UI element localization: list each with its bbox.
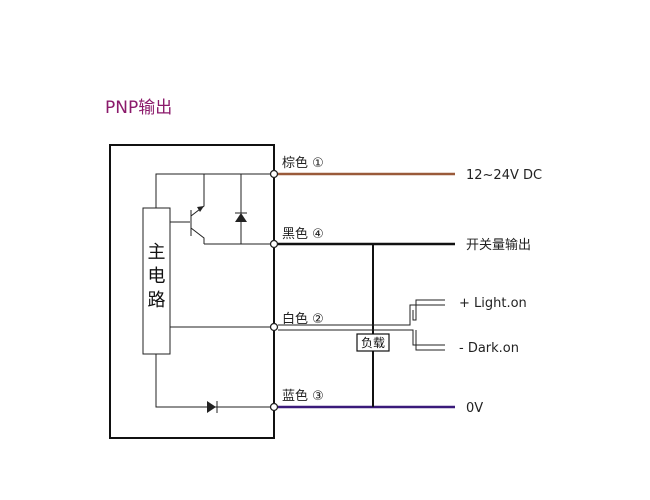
wire-label-brown: 棕色 ① (282, 155, 324, 171)
internal-top-rail (155, 173, 274, 208)
load-label: 负载 (361, 336, 385, 350)
load-box (356, 333, 390, 352)
terminal-blue (269, 402, 279, 412)
output-label-switch: 开关量输出 (466, 237, 531, 253)
wire-label-black: 黑色 ④ (282, 226, 324, 242)
protection-diode (235, 174, 247, 244)
white-wire-switch (278, 299, 445, 351)
internal-bottom-rail (155, 354, 274, 408)
diagram-title: PNP输出 (105, 98, 172, 118)
output-label-power: 12~24V DC (466, 168, 542, 183)
sensor-housing (109, 144, 275, 439)
pnp-transistor (170, 174, 205, 244)
main-circuit-char-2: 电 (148, 266, 166, 287)
terminal-white (269, 322, 279, 332)
terminal-brown (269, 169, 279, 179)
main-circuit-char-1: 主 (148, 242, 166, 263)
wire-label-blue: 蓝色 ③ (282, 388, 324, 404)
bottom-diode (207, 401, 218, 413)
wire-label-white: 白色 ② (282, 311, 324, 327)
light-on-label: + Light.on (459, 296, 527, 311)
main-circuit-char-3: 路 (148, 290, 166, 311)
output-label-0v: 0V (466, 401, 483, 416)
dark-on-label: - Dark.on (459, 341, 519, 356)
terminal-black (269, 239, 279, 249)
